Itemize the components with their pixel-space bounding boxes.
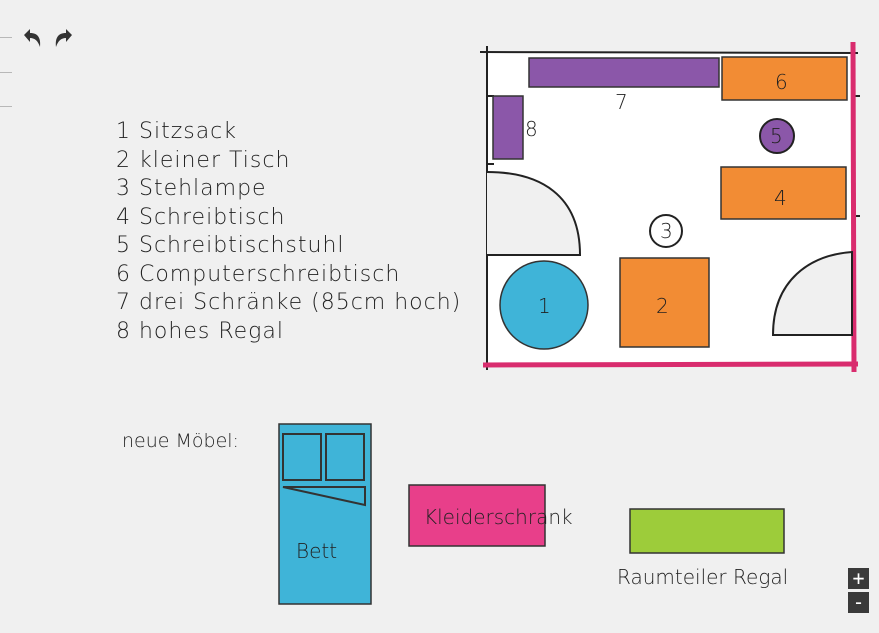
furniture-computer-desk[interactable] [721, 56, 848, 101]
zoom-out-button[interactable]: - [848, 592, 869, 613]
edge-divider [0, 37, 12, 38]
legend-item: 7 drei Schränke (85cm hoch) [116, 290, 462, 315]
furniture-desk-chair[interactable] [759, 118, 795, 154]
legend-item: 2 kleiner Tisch [116, 147, 291, 173]
door-right [771, 250, 853, 336]
legend-item: 8 hohes Regal [116, 318, 284, 344]
room-number: 5 [770, 124, 783, 148]
room-number: 6 [775, 70, 788, 94]
room-number: 4 [774, 186, 787, 210]
redo-arrow-icon[interactable] [52, 26, 76, 50]
shelf-label: Raumteiler Regal [617, 565, 789, 589]
edge-divider [0, 106, 12, 107]
furniture-small-table[interactable] [619, 257, 710, 348]
new-wardrobe[interactable] [408, 484, 546, 547]
room-number: 7 [615, 90, 628, 114]
zoom-in-button[interactable]: + [848, 568, 869, 589]
edge-divider [0, 72, 12, 73]
room-number: 2 [656, 294, 669, 318]
furniture-beanbag[interactable] [499, 260, 589, 350]
new-bed[interactable] [278, 423, 372, 605]
undo-arrow-icon[interactable] [20, 26, 44, 50]
room-number: 3 [660, 219, 673, 243]
furniture-desk[interactable] [720, 166, 847, 220]
legend-item: 3 Stehlampe [116, 176, 267, 201]
legend-item: 1 Sitzsack [116, 119, 238, 144]
wardrobe-label: Kleiderschrank [424, 505, 573, 529]
bed-label: Bett [296, 539, 338, 563]
door-left [486, 171, 582, 256]
room-number: 1 [538, 294, 551, 318]
legend-item: 5 Schreibtischstuhl [116, 233, 345, 258]
toolbar [20, 26, 76, 50]
furniture-legend: 1 Sitzsack 2 kleiner Tisch 3 Stehlampe 4… [116, 118, 461, 346]
legend-item: 4 Schreibtisch [116, 204, 286, 230]
furniture-cabinets[interactable] [528, 57, 720, 88]
legend-item: 6 Computerschreibtisch [116, 261, 401, 287]
outer-wall-highlight [482, 41, 859, 373]
new-furniture-heading: neue Möbel: [122, 430, 239, 452]
furniture-tall-shelf[interactable] [492, 95, 524, 160]
room-number: 8 [525, 117, 538, 141]
new-room-divider-shelf[interactable] [629, 508, 785, 554]
furniture-floor-lamp[interactable] [649, 214, 683, 248]
